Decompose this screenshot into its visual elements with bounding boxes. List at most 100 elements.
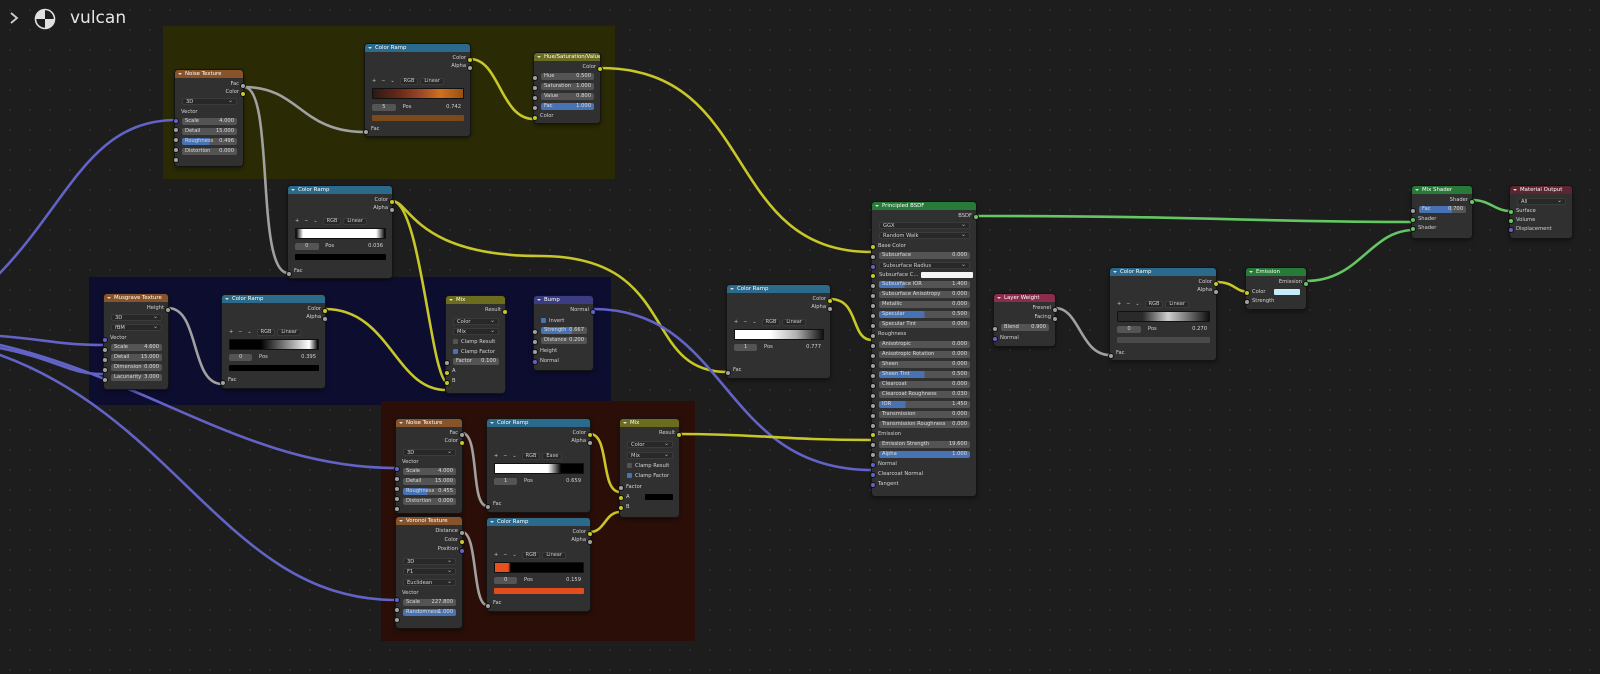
input-socket[interactable] bbox=[393, 466, 400, 472]
input-socket[interactable] bbox=[172, 137, 179, 143]
node-header[interactable]: Layer Weight bbox=[994, 294, 1055, 302]
input-socket[interactable] bbox=[101, 377, 108, 383]
input-socket[interactable] bbox=[869, 283, 876, 289]
input-socket[interactable] bbox=[991, 336, 998, 342]
input-socket[interactable] bbox=[531, 359, 538, 365]
input-socket[interactable] bbox=[869, 273, 876, 279]
input-socket[interactable] bbox=[484, 504, 491, 510]
feature-dropdown[interactable]: F1 bbox=[403, 567, 456, 575]
input-socket[interactable] bbox=[869, 323, 876, 329]
input-socket[interactable] bbox=[101, 337, 108, 343]
input-socket[interactable] bbox=[869, 244, 876, 250]
node-header[interactable]: Noise Texture bbox=[175, 70, 243, 78]
input-socket[interactable] bbox=[869, 393, 876, 399]
input-socket[interactable] bbox=[869, 353, 876, 359]
color-swatch[interactable] bbox=[921, 272, 973, 278]
color-ramp-gradient[interactable] bbox=[229, 339, 319, 350]
output-socket[interactable] bbox=[586, 432, 593, 438]
input-socket[interactable] bbox=[393, 597, 400, 603]
node-header[interactable]: Bump bbox=[534, 296, 593, 304]
input-socket[interactable] bbox=[869, 293, 876, 299]
node-header[interactable]: Voronoi Texture bbox=[396, 517, 462, 525]
output-socket[interactable] bbox=[1302, 281, 1309, 287]
data-type-dropdown[interactable]: Color bbox=[627, 440, 673, 448]
input-socket[interactable] bbox=[172, 147, 179, 153]
input-socket[interactable] bbox=[869, 303, 876, 309]
input-socket[interactable] bbox=[393, 486, 400, 492]
input-socket[interactable] bbox=[869, 313, 876, 319]
input-socket[interactable] bbox=[393, 607, 400, 613]
node-header[interactable]: Musgrave Texture bbox=[104, 294, 168, 302]
input-socket[interactable] bbox=[1243, 290, 1250, 296]
input-socket[interactable] bbox=[101, 367, 108, 373]
input-socket[interactable] bbox=[991, 326, 998, 332]
input-socket[interactable] bbox=[1409, 217, 1416, 223]
output-socket[interactable] bbox=[458, 440, 465, 446]
node-header[interactable]: Mix bbox=[446, 296, 505, 304]
output-socket[interactable] bbox=[164, 307, 171, 313]
input-socket[interactable] bbox=[101, 347, 108, 353]
node-header[interactable]: Mix Shader bbox=[1412, 186, 1472, 194]
clamp-result-checkbox[interactable]: Clamp Result bbox=[453, 338, 501, 346]
stop-color-swatch[interactable] bbox=[494, 588, 584, 594]
input-socket[interactable] bbox=[362, 129, 369, 135]
output-socket[interactable] bbox=[388, 199, 395, 205]
input-socket[interactable] bbox=[285, 271, 292, 277]
output-socket[interactable] bbox=[321, 316, 328, 322]
node-header[interactable]: Principled BSDF bbox=[872, 202, 976, 210]
input-socket[interactable] bbox=[531, 85, 538, 91]
output-socket[interactable] bbox=[1212, 289, 1219, 295]
input-socket[interactable] bbox=[172, 127, 179, 133]
output-socket[interactable] bbox=[675, 432, 682, 438]
output-socket[interactable] bbox=[586, 539, 593, 545]
input-socket[interactable] bbox=[531, 95, 538, 101]
input-socket[interactable] bbox=[869, 264, 876, 270]
output-socket[interactable] bbox=[466, 65, 473, 71]
input-socket[interactable] bbox=[869, 432, 876, 438]
input-socket[interactable] bbox=[724, 370, 731, 376]
input-socket[interactable] bbox=[869, 442, 876, 448]
input-socket[interactable] bbox=[443, 370, 450, 376]
stop-color-swatch[interactable] bbox=[295, 254, 386, 260]
output-socket[interactable] bbox=[458, 539, 465, 545]
emission-color-swatch[interactable] bbox=[1274, 289, 1300, 295]
input-socket[interactable] bbox=[1507, 209, 1514, 215]
subsurface-color[interactable]: Subsurface C... bbox=[879, 271, 973, 279]
node-header[interactable]: Hue/Saturation/Value bbox=[534, 53, 600, 61]
color-ramp-gradient[interactable] bbox=[494, 562, 584, 573]
target-dropdown[interactable]: All bbox=[1517, 197, 1566, 205]
input-socket[interactable] bbox=[869, 373, 876, 379]
data-type-dropdown[interactable]: Color bbox=[453, 317, 499, 325]
color-a-swatch[interactable] bbox=[645, 494, 673, 500]
input-socket[interactable] bbox=[531, 349, 538, 355]
output-socket[interactable] bbox=[1051, 307, 1058, 313]
node-musgrave-texture[interactable]: Musgrave Texture Height 3D fBM Vector Sc… bbox=[101, 294, 171, 389]
output-socket[interactable] bbox=[239, 83, 246, 89]
output-socket[interactable] bbox=[1051, 316, 1058, 322]
metric-dropdown[interactable]: Euclidean bbox=[403, 578, 456, 586]
input-socket[interactable] bbox=[869, 472, 876, 478]
output-socket[interactable] bbox=[388, 207, 395, 213]
